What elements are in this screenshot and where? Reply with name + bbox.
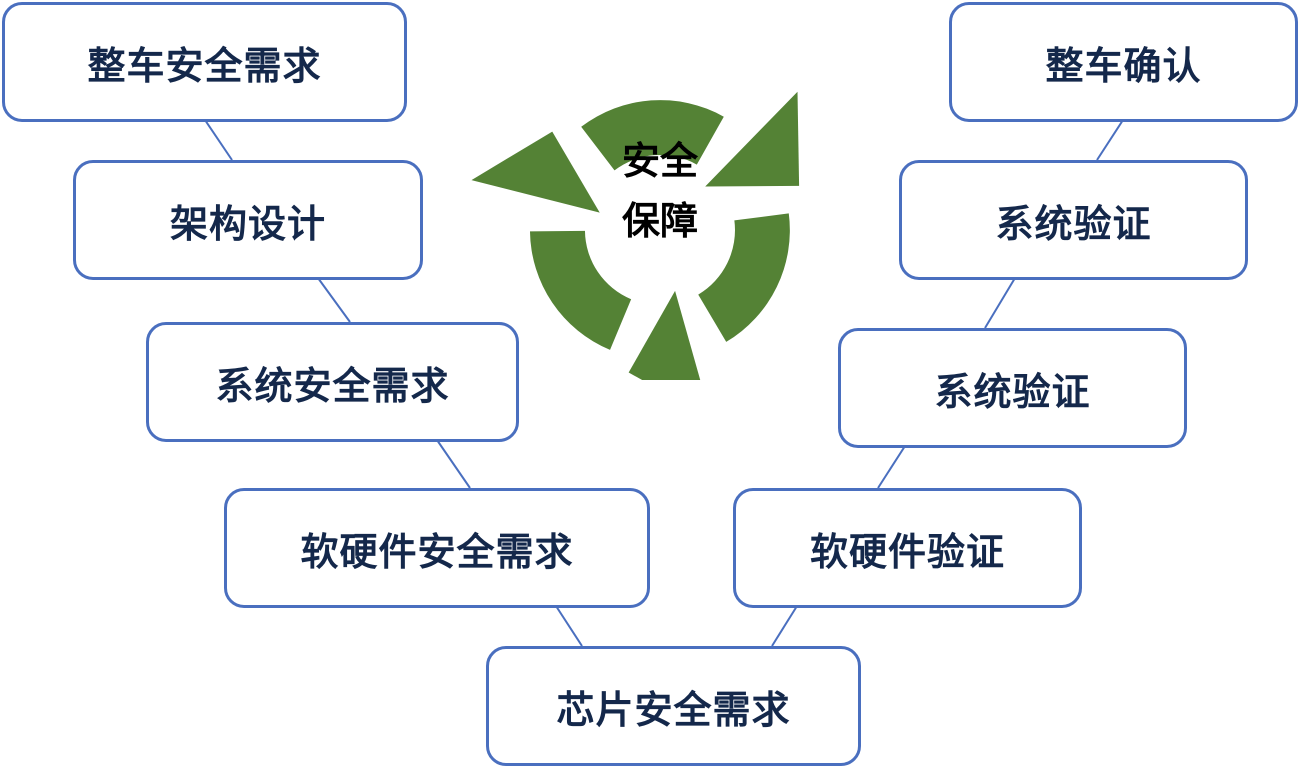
cycle-arrow-right <box>628 213 790 380</box>
link-vehicle-req-arch <box>204 119 233 161</box>
link-arch-system-req <box>317 277 351 323</box>
node-system-verification-upper: 系统验证 <box>899 160 1248 280</box>
link-swhw-req-chip-req <box>555 605 583 647</box>
link-system-verify-vehicle-confirm <box>1096 119 1124 161</box>
node-swhw-safety-requirements: 软硬件安全需求 <box>224 488 650 608</box>
node-swhw-verification: 软硬件验证 <box>733 488 1082 608</box>
node-chip-safety-requirements: 芯片安全需求 <box>486 646 861 766</box>
cycle-arrow-top <box>581 91 800 187</box>
link-system-verify-system-verify <box>984 277 1016 329</box>
recycle-arrows-icon <box>471 91 800 380</box>
node-system-safety-requirements: 系统安全需求 <box>146 322 519 442</box>
node-system-verification-lower: 系统验证 <box>838 328 1187 448</box>
link-chip-req-swhw-verify <box>771 605 798 647</box>
link-swhw-verify-system-verify <box>877 445 906 489</box>
node-vehicle-confirmation: 整车确认 <box>949 2 1298 122</box>
center-label-line1: 安全 <box>621 139 698 183</box>
node-vehicle-safety-requirements: 整车安全需求 <box>2 2 407 122</box>
node-architecture-design: 架构设计 <box>73 160 423 280</box>
center-label-line2: 保障 <box>621 199 698 243</box>
cycle-arrow-left <box>471 131 632 350</box>
link-system-req-swhw-req <box>436 439 471 489</box>
